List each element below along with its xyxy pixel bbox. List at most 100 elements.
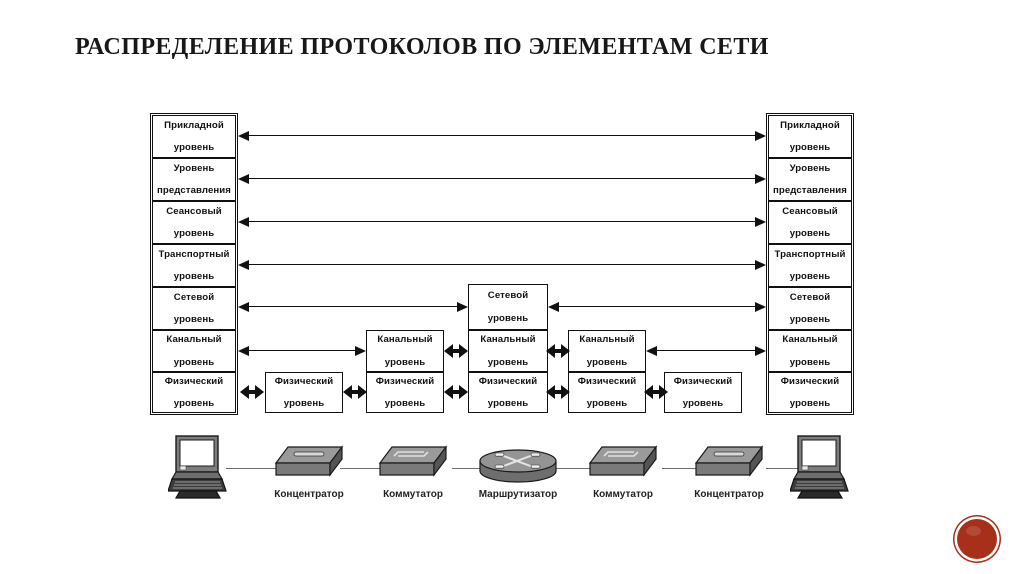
layer-line-1: Транспортный	[158, 248, 230, 260]
layer-line-2: уровень	[173, 271, 215, 283]
right-layer-datalink: Канальный уровень	[768, 330, 852, 372]
right-layer-presentation: Уровень представления	[768, 158, 852, 201]
layer-line-1: Прикладной	[780, 119, 840, 131]
layer-line-1: Прикладной	[164, 119, 224, 131]
link-arrow-physical-host-hubL	[240, 385, 264, 399]
peer-arrow-datalink-left	[238, 345, 366, 357]
left-layer-application: Прикладной уровень	[152, 115, 236, 158]
layer-line-1: Сетевой	[789, 291, 831, 303]
layer-line-2: уровень	[173, 142, 215, 154]
device-label-switch-left: Коммутатор	[383, 489, 443, 500]
left-layer-physical: Физический уровень	[152, 372, 236, 413]
right-layer-physical: Физический уровень	[768, 372, 852, 413]
right-layer-transport: Транспортный уровень	[768, 244, 852, 287]
device-label-hub-left: Концентратор	[274, 489, 344, 500]
peer-arrow-network-left	[238, 301, 468, 313]
layer-line-1: Сетевой	[173, 291, 215, 303]
brand-logo-icon	[957, 519, 997, 559]
layer-line-1: Канальный	[480, 334, 536, 346]
device-label-hub-right: Концентратор	[694, 489, 764, 500]
layer-line-2: уровень	[789, 271, 831, 283]
logo-gloss	[966, 526, 981, 536]
layer-line-1: Физический	[780, 375, 840, 387]
right-layer-session: Сеансовый уровень	[768, 201, 852, 244]
switch-icon-left	[378, 445, 448, 487]
left-layer-datalink: Канальный уровень	[152, 330, 236, 372]
wire-pc-left-hub	[226, 468, 278, 470]
link-arrow-physical-router-switchR	[546, 385, 570, 399]
peer-arrow-presentation	[238, 173, 766, 185]
wire-router-switch-right	[556, 468, 600, 470]
peer-arrow-datalink-right	[646, 345, 766, 357]
hub-right-layer-physical: Физический уровень	[664, 372, 742, 413]
device-label-switch-right: Коммутатор	[593, 489, 653, 500]
peer-arrow-session	[238, 216, 766, 228]
layer-line-2: уровень	[789, 314, 831, 326]
switch-right-layer-physical: Физический уровень	[568, 372, 646, 413]
layer-line-2: уровень	[487, 312, 529, 324]
link-arrow-physical-switchL-router	[444, 385, 468, 399]
router-layer-network: Сетевой уровень	[468, 284, 548, 330]
link-arrow-physical-hubL-switchL	[343, 385, 367, 399]
layer-line-2: уровень	[173, 228, 215, 240]
device-label-router: Маршрутизатор	[478, 489, 558, 500]
layer-line-2: уровень	[789, 142, 831, 154]
layer-line-2: уровень	[789, 398, 831, 410]
link-arrow-datalink-router-switchR	[546, 344, 570, 358]
layer-line-2: уровень	[173, 398, 215, 410]
wire-switch-router-left	[452, 468, 494, 470]
router-icon	[477, 445, 559, 487]
layer-line-2: уровень	[487, 356, 529, 368]
switch-right-layer-datalink: Канальный уровень	[568, 330, 646, 372]
layer-line-1: Канальный	[166, 334, 222, 346]
left-layer-transport: Транспортный уровень	[152, 244, 236, 287]
layer-line-1: Сетевой	[487, 290, 529, 302]
router-layer-datalink: Канальный уровень	[468, 330, 548, 372]
layer-line-1: Физический	[164, 375, 224, 387]
layer-line-1: Сеансовый	[782, 205, 838, 217]
layer-line-2: уровень	[586, 356, 628, 368]
right-layer-application: Прикладной уровень	[768, 115, 852, 158]
peer-arrow-transport	[238, 259, 766, 271]
layer-line-1: Физический	[375, 375, 435, 387]
page-title: РАСПРЕДЕЛЕНИЕ ПРОТОКОЛОВ ПО ЭЛЕМЕНТАМ СЕ…	[75, 34, 769, 60]
layer-line-1: Физический	[478, 375, 538, 387]
layer-line-2: уровень	[682, 398, 724, 410]
layer-line-2: уровень	[789, 356, 831, 368]
layer-line-2: уровень	[789, 228, 831, 240]
layer-line-2: уровень	[384, 356, 426, 368]
layer-line-1: Физический	[673, 375, 733, 387]
layer-line-1: Канальный	[377, 334, 433, 346]
wire-switch-hub-right	[662, 468, 706, 470]
hub-icon-right	[694, 445, 764, 487]
layer-line-2: уровень	[586, 398, 628, 410]
layer-line-2: уровень	[173, 356, 215, 368]
peer-arrow-application	[238, 130, 766, 142]
layer-line-1: Канальный	[579, 334, 635, 346]
peer-arrow-network-right	[548, 301, 766, 313]
layer-line-2: уровень	[283, 398, 325, 410]
layer-line-1: Канальный	[782, 334, 838, 346]
hub-icon-left	[274, 445, 344, 487]
hub-left-layer-physical: Физический уровень	[265, 372, 343, 413]
computer-icon-left	[167, 435, 230, 503]
layer-line-1: Транспортный	[774, 248, 846, 260]
left-layer-network: Сетевой уровень	[152, 287, 236, 330]
layer-line-2: уровень	[487, 398, 529, 410]
switch-left-layer-datalink: Канальный уровень	[366, 330, 444, 372]
layer-line-1: Сеансовый	[166, 205, 222, 217]
wire-hub-switch-left	[340, 468, 384, 470]
router-layer-physical: Физический уровень	[468, 372, 548, 413]
link-arrow-datalink-switchL-router	[444, 344, 468, 358]
layer-line-2: уровень	[384, 398, 426, 410]
link-arrow-physical-switchR-hubR	[644, 385, 668, 399]
layer-line-2: уровень	[173, 314, 215, 326]
switch-icon-right	[588, 445, 658, 487]
layer-line-2: представления	[157, 185, 231, 197]
wire-hub-pc-right	[766, 468, 812, 470]
left-layer-presentation: Уровень представления	[152, 158, 236, 201]
layer-line-1: Уровень	[173, 162, 215, 174]
layer-line-2: представления	[773, 185, 847, 197]
layer-line-1: Уровень	[789, 162, 831, 174]
